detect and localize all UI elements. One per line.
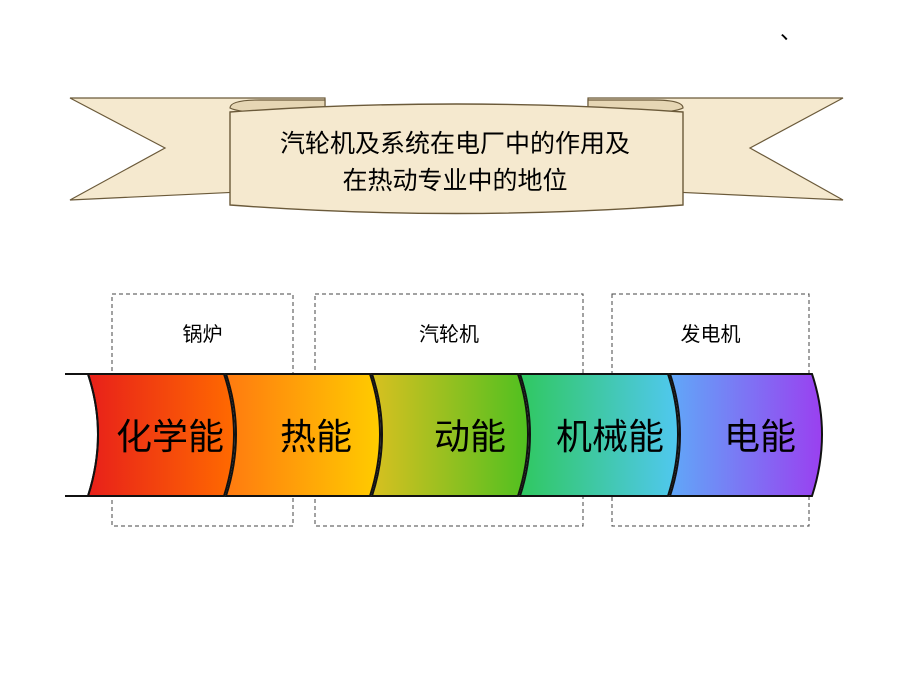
segment-electric-energy — [668, 373, 823, 497]
boiler-label: 锅炉 — [182, 322, 223, 346]
turbine-label: 汽轮机 — [419, 322, 479, 346]
energy-chain — [65, 373, 823, 497]
chain-left-rim — [65, 373, 99, 497]
segment-thermal-energy — [224, 373, 381, 497]
generator-label: 发电机 — [680, 322, 741, 346]
page-title: 汽轮机及系统在电厂中的作用及 在热动专业中的地位 — [230, 125, 680, 199]
segment-kinetic-energy — [370, 373, 529, 497]
corner-mark: 、 — [780, 20, 803, 45]
kinetic-energy-label: 动能 — [433, 417, 506, 458]
title-line-1: 汽轮机及系统在电厂中的作用及 — [279, 129, 630, 158]
mechanical-energy-label: 机械能 — [555, 417, 664, 458]
chemical-energy-label: 化学能 — [115, 417, 224, 458]
title-banner — [69, 97, 844, 215]
thermal-energy-label: 热能 — [279, 417, 352, 458]
segment-mechanical-energy — [518, 373, 679, 497]
banner-body — [229, 103, 684, 215]
title-line-2: 在热动专业中的地位 — [342, 166, 568, 195]
electric-energy-label: 电能 — [723, 417, 796, 458]
